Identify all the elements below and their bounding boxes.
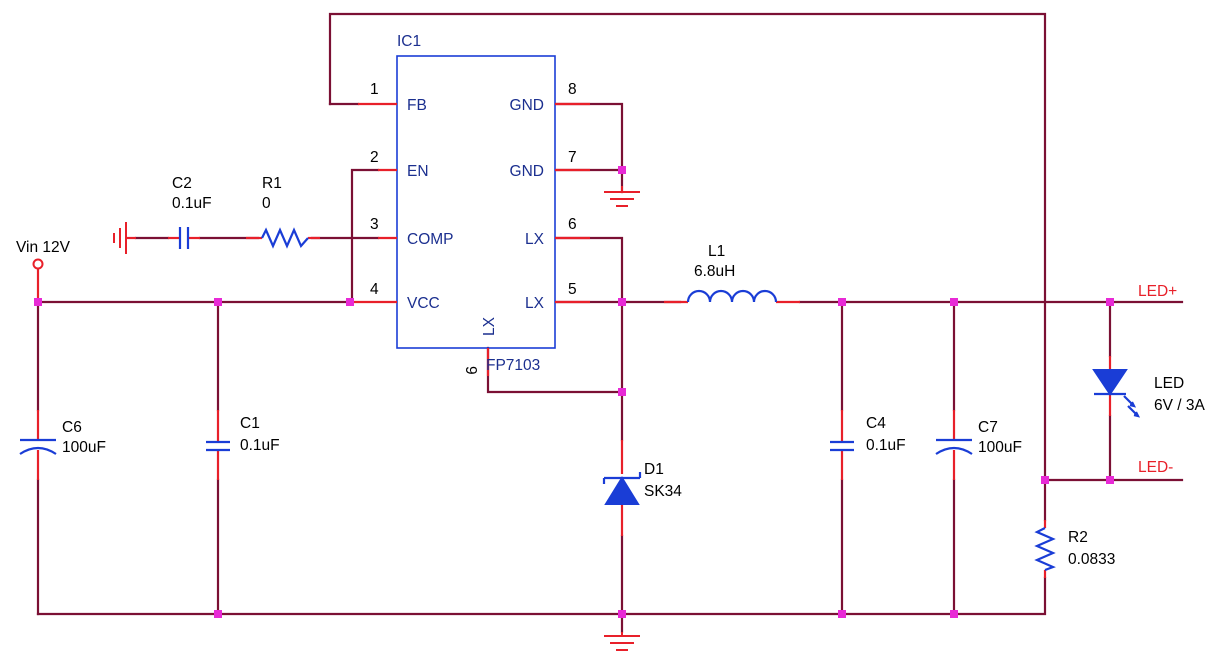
pin-name-vcc: VCC	[407, 295, 440, 312]
capacitor-c7: C7 100uF	[935, 410, 1022, 480]
resistor-r1: R1 0	[246, 175, 320, 249]
capacitor-icon	[830, 440, 854, 452]
resistor-icon	[261, 227, 309, 249]
junction-dot	[950, 610, 958, 618]
l1-ref: L1	[708, 243, 725, 260]
c4-value: 0.1uF	[866, 437, 906, 454]
pin-name-comp: COMP	[407, 231, 454, 248]
r1-ref: R1	[262, 175, 282, 192]
d1-ref: D1	[644, 461, 664, 478]
pin-name-fb: FB	[407, 97, 427, 114]
junction-dot	[346, 298, 354, 306]
vin-label: Vin 12V	[16, 239, 71, 256]
r2-ref: R2	[1068, 529, 1088, 546]
led-load: LED 6V / 3A	[1092, 356, 1205, 418]
wires	[36, 12, 1184, 634]
pin-number-4: 4	[370, 281, 379, 298]
pin-name-lx-5: LX	[525, 295, 545, 312]
pin-name-gnd-7: GND	[510, 163, 544, 180]
ground-icon	[604, 191, 640, 207]
capacitor-c4: C4 0.1uF	[830, 410, 906, 480]
l1-value: 6.8uH	[694, 263, 735, 280]
vin-input: Vin 12V	[16, 239, 71, 302]
ground-icon	[604, 635, 640, 651]
junction-dot	[214, 610, 222, 618]
diode-icon	[604, 476, 640, 505]
power-input-icon	[32, 258, 44, 270]
pin-number-3: 3	[370, 216, 379, 233]
ground-ic	[604, 186, 640, 207]
capacitor-c1: C1 0.1uF	[206, 410, 280, 480]
resistor-r2: R2 0.0833	[1034, 520, 1115, 578]
ic-fp7103: IC1 FP7103 1 2 3 4 8 7 6 5 9 FB EN COMP …	[348, 33, 590, 376]
r2-value: 0.0833	[1068, 551, 1115, 568]
led-ref: LED	[1154, 375, 1184, 392]
junction-dot	[618, 388, 626, 396]
d1-value: SK34	[644, 483, 682, 500]
pin-number-2: 2	[370, 149, 379, 166]
junction-dot	[1041, 476, 1049, 484]
junction-dot	[838, 610, 846, 618]
led-icon	[1092, 369, 1128, 396]
junction-dot	[1106, 298, 1114, 306]
pin-number-5: 5	[568, 281, 577, 298]
ground-icon	[113, 222, 127, 254]
junction-dot	[838, 298, 846, 306]
pin-number-1: 1	[370, 81, 379, 98]
c6-ref: C6	[62, 419, 82, 436]
ground-bottom	[604, 632, 640, 651]
led-value: 6V / 3A	[1154, 397, 1205, 414]
ic-body	[396, 55, 556, 349]
junction-dot	[1106, 476, 1114, 484]
capacitor-icon	[178, 227, 190, 249]
c2-value: 0.1uF	[172, 195, 212, 212]
pin-number-7: 7	[568, 149, 577, 166]
junction-dot	[618, 610, 626, 618]
pin-name-lx-9: LX	[481, 316, 498, 336]
capacitor-icon	[206, 440, 230, 452]
resistor-icon	[1034, 527, 1056, 572]
c4-ref: C4	[866, 415, 886, 432]
ground-comp	[113, 222, 136, 254]
capacitor-icon	[19, 438, 57, 455]
pin-name-lx-6: LX	[525, 231, 545, 248]
pin-name-en: EN	[407, 163, 429, 180]
junction-dot	[950, 298, 958, 306]
ic-ref: IC1	[397, 33, 421, 50]
junction-dot	[214, 298, 222, 306]
pin-number-9: 9	[462, 366, 479, 375]
c2-ref: C2	[172, 175, 192, 192]
capacitor-c6: C6 100uF	[19, 410, 106, 480]
pin-number-8: 8	[568, 81, 577, 98]
pin-number-6: 6	[568, 216, 577, 233]
junction-dot	[618, 298, 626, 306]
led-minus-label: LED-	[1138, 459, 1173, 476]
c6-value: 100uF	[62, 439, 106, 456]
ic-part: FP7103	[486, 357, 540, 374]
capacitor-c2: C2 0.1uF	[168, 175, 212, 249]
r1-value: 0	[262, 195, 271, 212]
inductor-icon	[686, 289, 778, 303]
inductor-l1: L1 6.8uH	[664, 243, 800, 304]
junction-dot	[618, 166, 626, 174]
pin-name-gnd-8: GND	[510, 97, 544, 114]
c7-ref: C7	[978, 419, 998, 436]
led-plus-label: LED+	[1138, 283, 1177, 300]
diode-d1: D1 SK34	[602, 440, 682, 536]
junctions	[34, 166, 1114, 618]
c7-value: 100uF	[978, 439, 1022, 456]
junction-dot	[34, 298, 42, 306]
c1-value: 0.1uF	[240, 437, 280, 454]
c1-ref: C1	[240, 415, 260, 432]
capacitor-icon	[935, 438, 973, 455]
